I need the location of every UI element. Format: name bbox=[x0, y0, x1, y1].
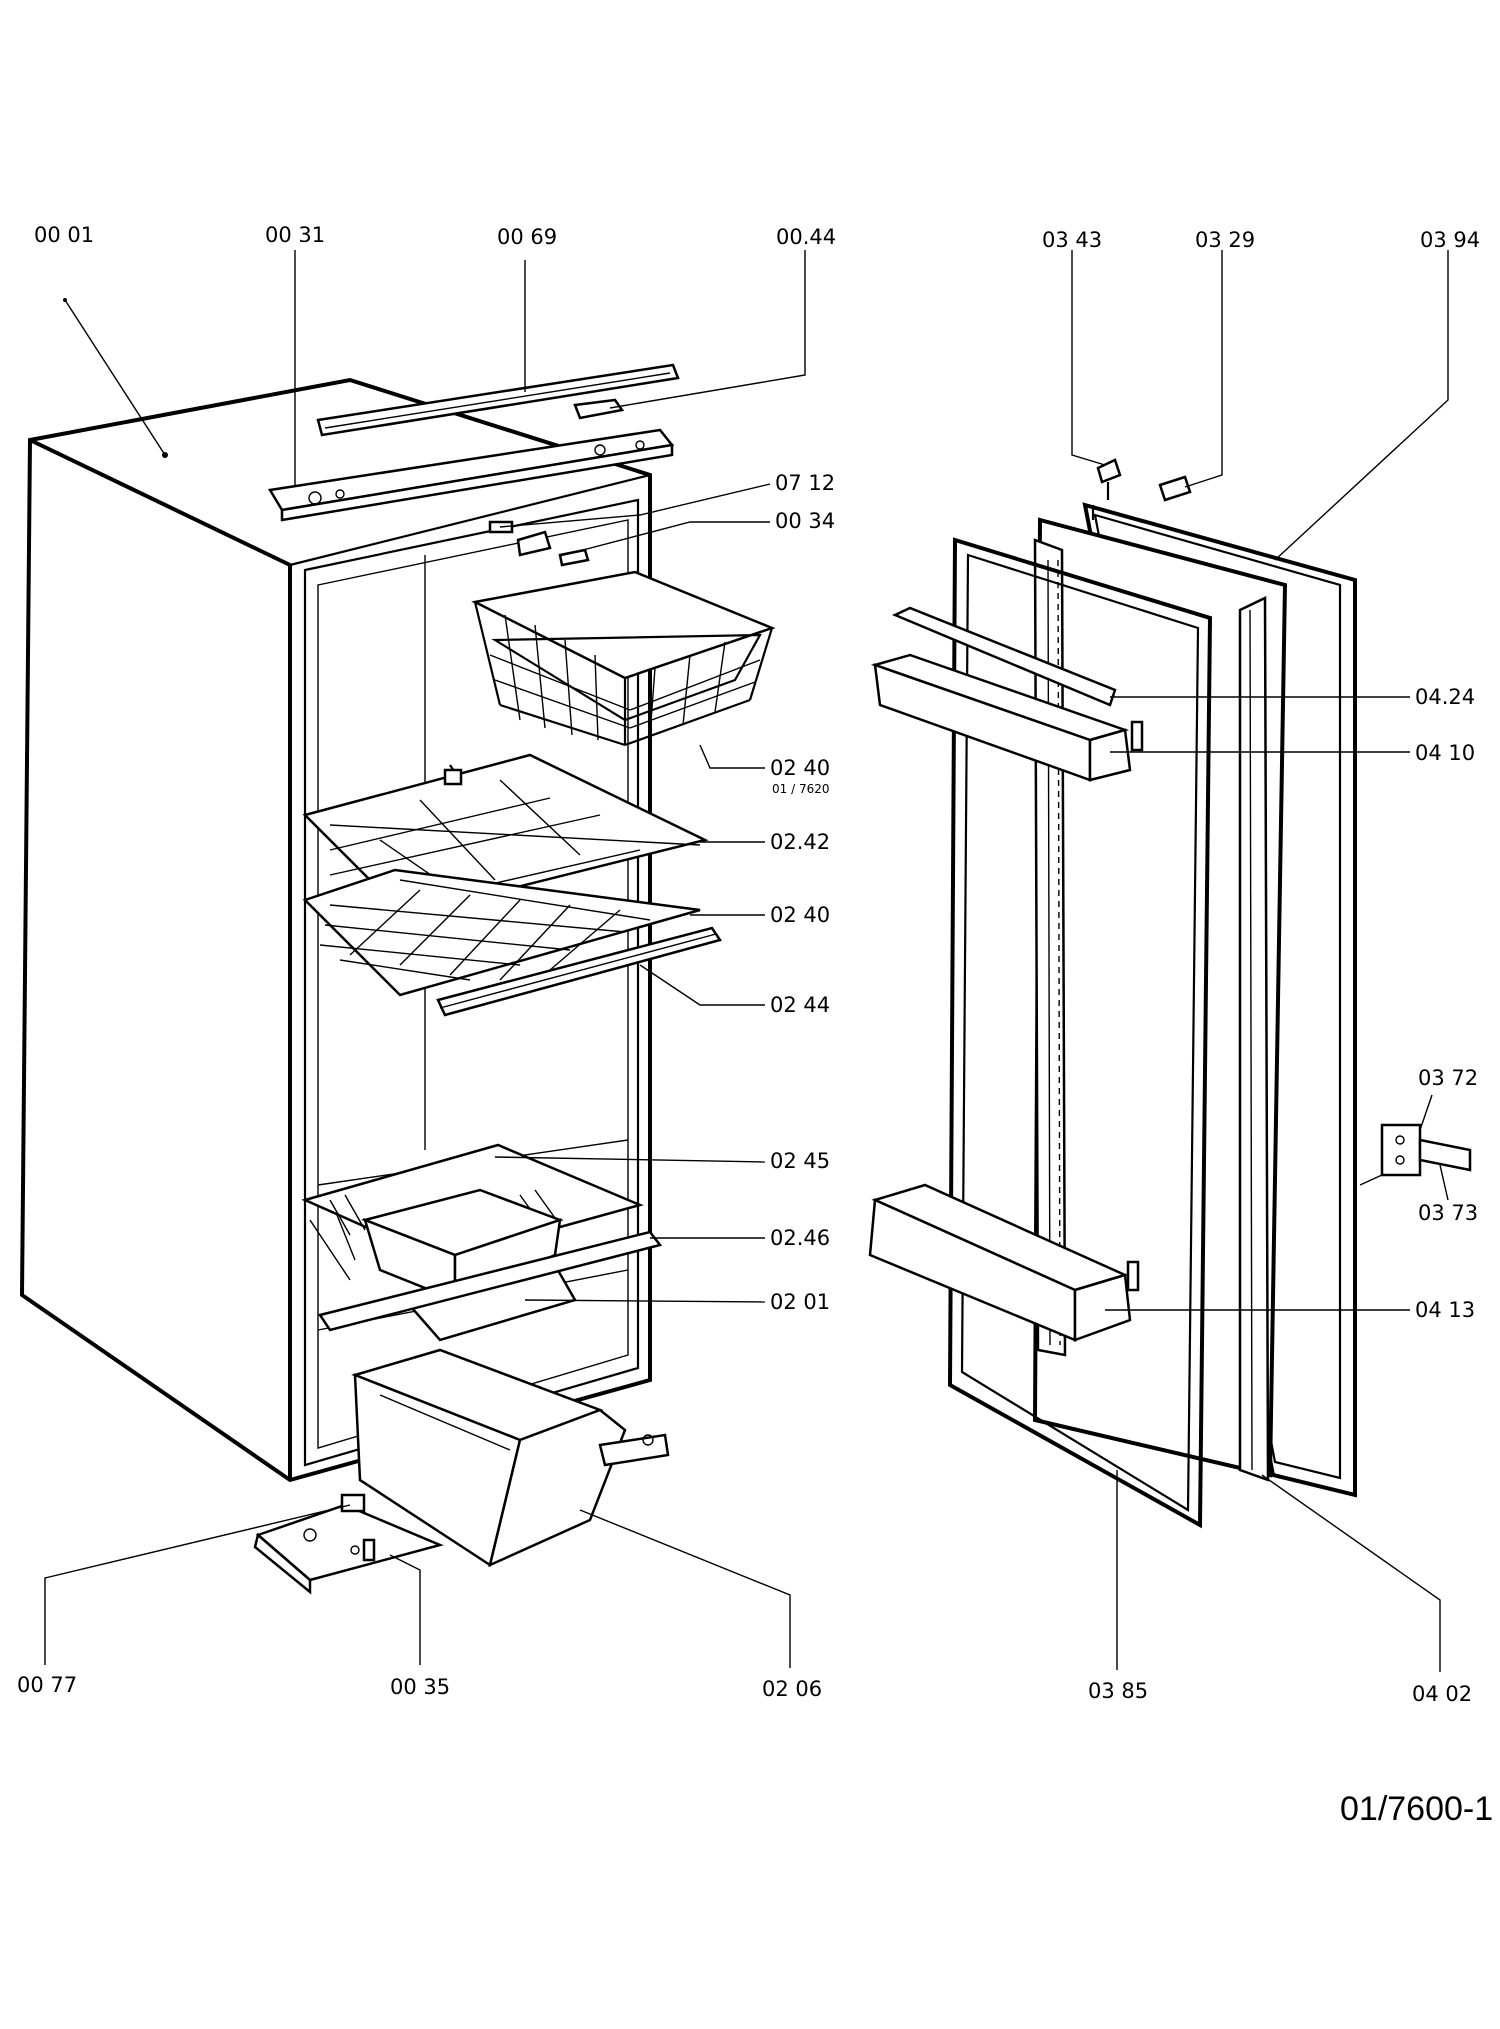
door-hinge bbox=[1359, 1123, 1472, 1186]
label-0031: 00 31 bbox=[265, 223, 325, 247]
label-0413: 04 13 bbox=[1415, 1298, 1475, 1322]
crisper-divider-bar bbox=[317, 1230, 663, 1332]
label-0242: 02.42 bbox=[770, 830, 830, 854]
door-bin-upper bbox=[870, 606, 1144, 782]
door-bin-lower bbox=[868, 1183, 1140, 1342]
label-0385: 03 85 bbox=[1088, 1679, 1148, 1703]
label-0044: 00.44 bbox=[776, 225, 836, 249]
label-0329: 03 29 bbox=[1195, 228, 1255, 252]
label-0001: 00 01 bbox=[34, 223, 94, 247]
part-labels: 00 01 00 31 00 69 00.44 03 43 03 29 03 9… bbox=[17, 223, 1480, 1706]
label-0402: 04 02 bbox=[1412, 1682, 1472, 1706]
door-stop bbox=[1158, 475, 1192, 502]
label-0206: 02 06 bbox=[762, 1677, 822, 1701]
label-0245: 02 45 bbox=[770, 1149, 830, 1173]
label-0240-top: 02 40 bbox=[770, 756, 830, 780]
door-gasket bbox=[947, 537, 1213, 1529]
top-rail bbox=[316, 363, 680, 437]
label-0035: 00 35 bbox=[390, 1675, 450, 1699]
door-seal-strip bbox=[1238, 596, 1270, 1482]
label-0240-sub: 01 / 7620 bbox=[772, 782, 829, 796]
label-0394: 03 94 bbox=[1420, 228, 1480, 252]
wire-shelf bbox=[302, 868, 701, 997]
drawing-reference-number: 01/7600-1 bbox=[1340, 1790, 1493, 1828]
top-hinge-plate bbox=[267, 428, 675, 522]
bottom-hinge-plate bbox=[253, 1493, 444, 1595]
label-0246: 02.46 bbox=[770, 1226, 830, 1250]
wire-basket bbox=[471, 570, 776, 747]
top-clip-0044 bbox=[573, 398, 625, 420]
label-0201: 02 01 bbox=[770, 1290, 830, 1314]
bottom-drawer bbox=[351, 1348, 670, 1568]
label-0372: 03 72 bbox=[1418, 1066, 1478, 1090]
label-0069: 00 69 bbox=[497, 225, 557, 249]
label-0240-lower: 02 40 bbox=[770, 903, 830, 927]
label-0034: 00 34 bbox=[775, 509, 835, 533]
label-0244: 02 44 bbox=[770, 993, 830, 1017]
label-0077: 00 77 bbox=[17, 1673, 77, 1697]
label-0712: 07 12 bbox=[775, 471, 835, 495]
label-0410: 04 10 bbox=[1415, 741, 1475, 765]
label-0424: 04.24 bbox=[1415, 685, 1475, 709]
label-0373: 03 73 bbox=[1418, 1201, 1478, 1225]
leader-lines bbox=[44, 250, 1449, 1672]
label-0343: 03 43 bbox=[1042, 228, 1102, 252]
trim-strip bbox=[436, 926, 723, 1017]
door-pivot bbox=[1096, 458, 1122, 500]
